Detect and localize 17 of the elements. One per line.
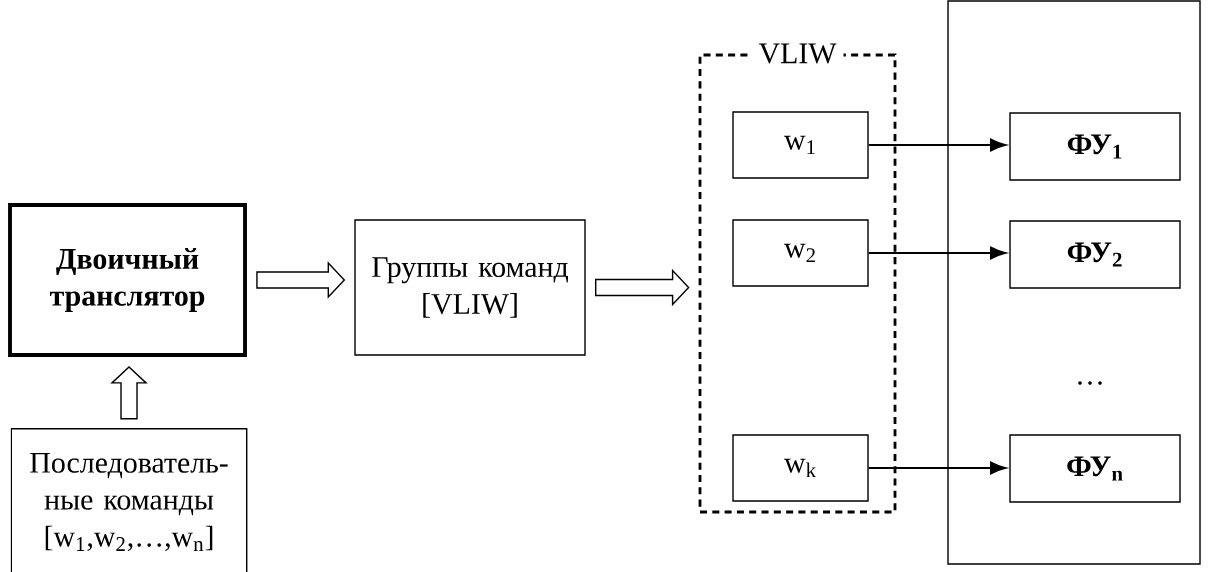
input-box: Последователь-ные команды [w$_{1}$,w$_{2}$,…,w$_{n}$] [10, 428, 248, 572]
block-arrow [256, 261, 346, 299]
unit-box: ФУ$_{1}$ [1009, 112, 1181, 181]
unit-box: ФУ$_{n}$ [1009, 434, 1181, 503]
arrow [868, 246, 1006, 260]
slot-box: w$_{2}$ [732, 219, 869, 287]
arrow [868, 461, 1006, 475]
unit-box: ФУ$_{2}$ [1009, 220, 1181, 289]
process-box: Группы команд [VLIW] [354, 219, 586, 356]
slot-box: w$_{1}$ [732, 111, 869, 179]
arrow [868, 138, 1006, 152]
process-box: Двоичный транслятор [8, 203, 247, 357]
slot-box: w$_{k}$ [732, 434, 869, 502]
block-arrow [110, 365, 148, 420]
ellipsis: … [1078, 381, 1102, 385]
container-box [947, 0, 1201, 565]
block-arrow [595, 268, 690, 307]
